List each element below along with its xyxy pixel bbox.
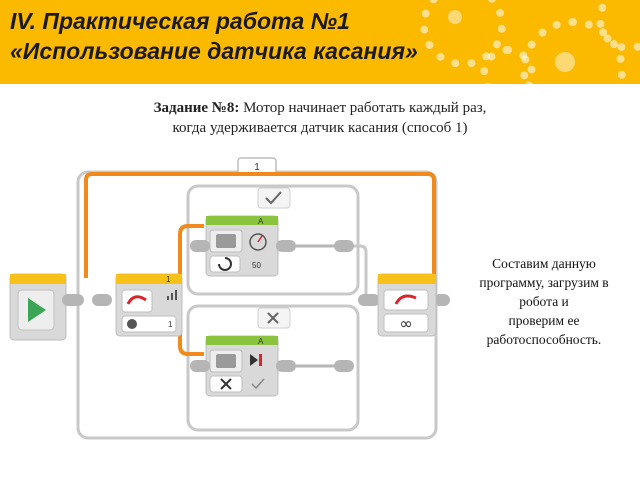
connector-plug [334,360,354,372]
note-line: Составим данную [492,256,596,271]
switch-icon [126,295,147,305]
cross-icon [220,378,232,390]
task-text: Мотор начинает работать каждый раз, [239,100,487,116]
gear-decoration [596,0,640,52]
note-line: проверим ее [508,313,580,328]
note-line: программу, загрузим в [479,275,609,290]
motor-port-label: A [258,337,264,346]
connector-plug [92,294,112,306]
gear-decoration [555,52,575,72]
signal-icon [167,290,177,300]
page-title: IV. Практическая работа №1 «Использовани… [10,6,418,66]
switch-port-label: 1 [166,275,171,284]
motor-block-true[interactable]: A 50 [205,215,279,277]
title-line: IV. Практическая работа №1 [10,8,350,34]
connector-plug [190,240,210,252]
task-text: когда удерживается датчик касания (спосо… [172,120,468,136]
gear-decoration [448,10,462,24]
switch-case-false-frame [186,304,360,432]
side-note: Составим данную программу, загрузим в ро… [458,254,630,349]
loop-tab-label: 1 [254,162,260,173]
gear-decoration [420,0,506,68]
switch-wire-top [178,224,204,278]
loop-wire [84,172,436,278]
rotate-icon [218,257,232,271]
start-block[interactable] [9,273,67,341]
infinity-icon: ∞ [399,314,412,333]
switch-case-true-frame [186,184,360,296]
switch-touch-sensor-block[interactable]: 1 1 [115,273,183,337]
motor-power-value: 50 [252,261,261,270]
stop-icon [250,354,258,366]
program-canvas: 1 1 1 A [9,157,450,440]
note-line: работоспособность. [486,332,602,347]
connector-plug [334,240,354,252]
switch-wire-bottom [178,300,204,356]
connector-plug [276,360,296,372]
gear-decoration [480,46,536,84]
switch-case-false-tab[interactable] [257,307,291,329]
check-icon [251,378,265,390]
loop-tab[interactable]: 1 [237,157,277,175]
switch-case-true-tab[interactable] [257,187,291,209]
loop-icon [394,294,417,305]
motor-icon [216,354,236,368]
connector-plug [434,294,450,306]
task-description: Задание №8: Мотор начинает работать кажд… [100,98,540,138]
loop-end-block[interactable]: ∞ [377,273,437,337]
switch-wire-right-top [346,244,368,300]
motor-port-label: A [258,217,264,226]
gauge-icon [249,233,267,251]
note-line: робота и [519,294,569,309]
sensor-mode-label: 1 [168,320,173,329]
check-icon [265,191,282,205]
title-line: «Использование датчика касания» [10,38,418,64]
cross-icon [267,312,279,324]
motor-block-false[interactable]: A [205,335,279,397]
motor-icon [216,234,236,248]
header-band [0,0,640,84]
task-label: Задание №8: [153,100,240,116]
play-icon [28,298,46,322]
connector-plug [358,294,380,306]
touch-sensor-icon [127,319,137,329]
connector-plug [276,240,296,252]
connector-plug [62,294,84,306]
connector-plug [190,360,210,372]
